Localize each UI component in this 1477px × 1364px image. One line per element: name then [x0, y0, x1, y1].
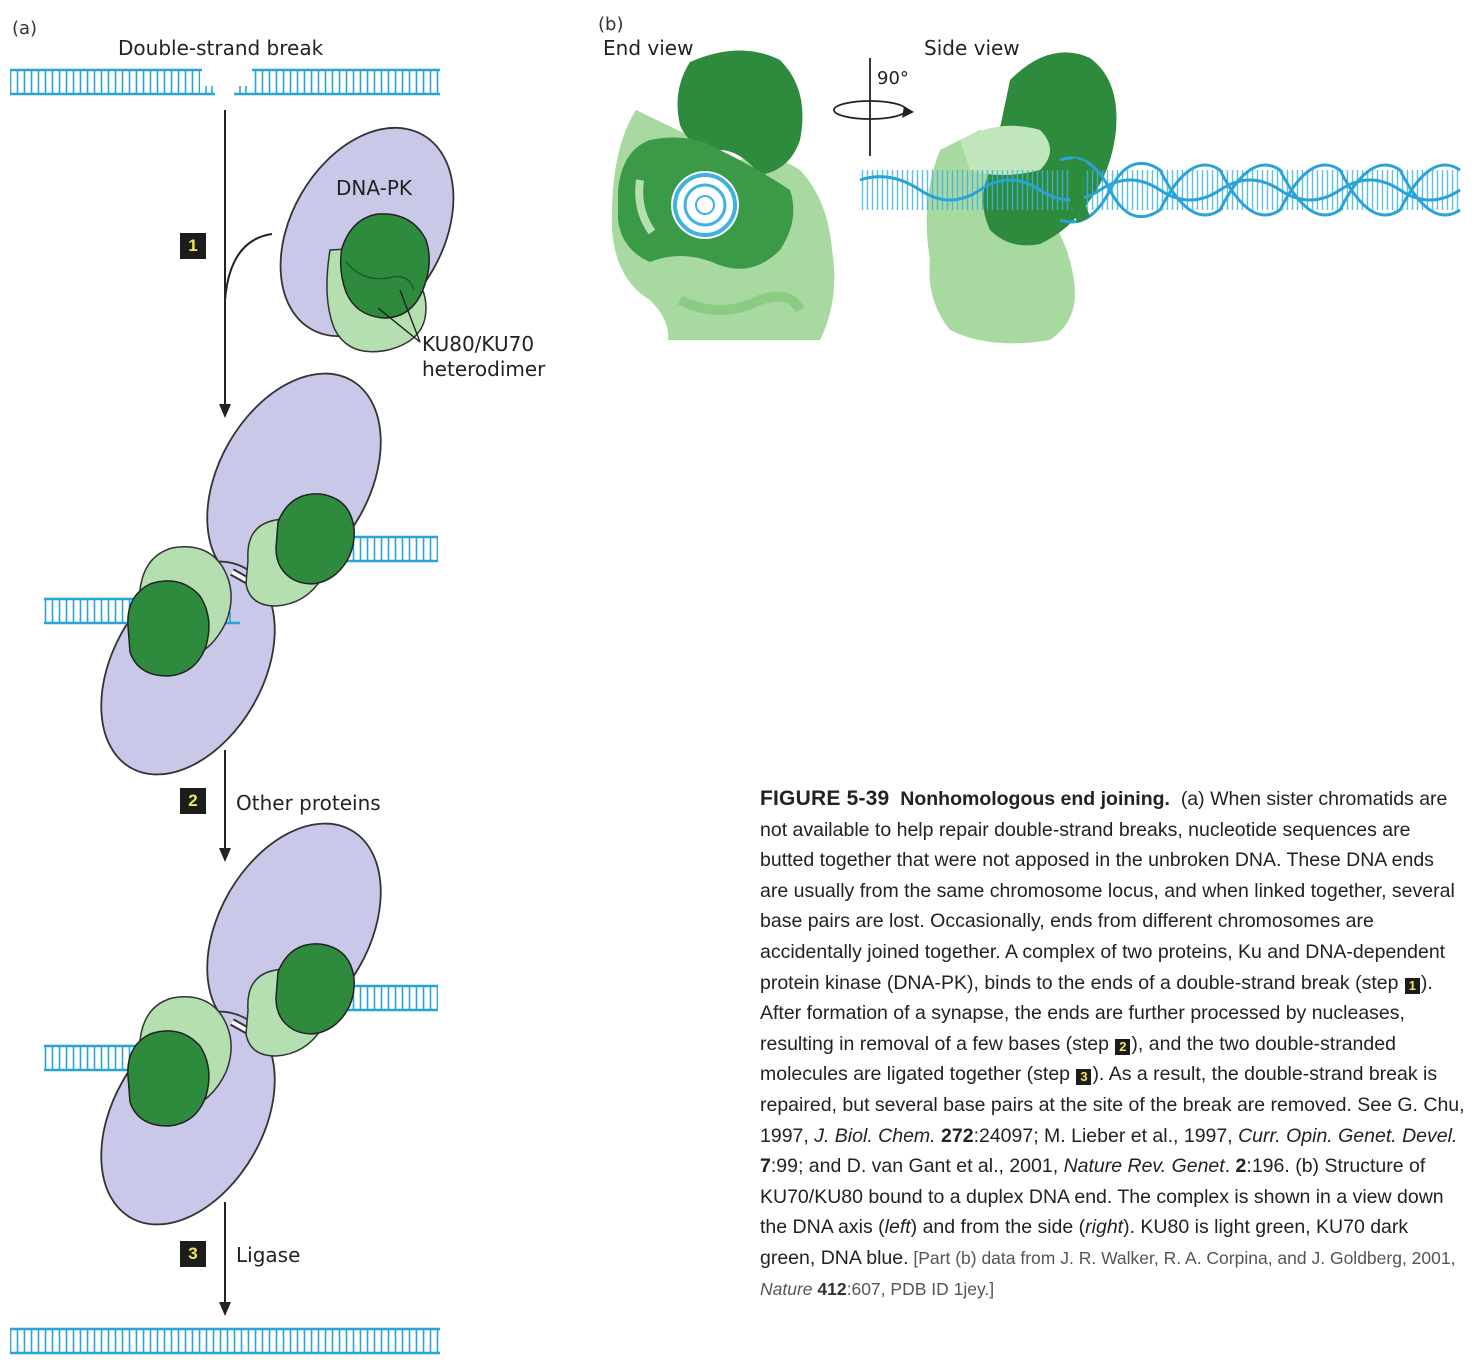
ku-label-leader-1: [377, 307, 421, 343]
dna-pk-label: DNA-PK: [336, 176, 412, 200]
step3-label: Ligase: [236, 1243, 301, 1267]
step2-marker: 2: [180, 788, 206, 814]
caption-body-3: ), and the two double-stranded molecules…: [760, 1032, 1396, 1086]
end-view-label: End view: [603, 36, 694, 60]
end-view-structure: [611, 50, 835, 340]
caption-step2-marker: 2: [1115, 1038, 1131, 1055]
dna-segment-left: [10, 68, 215, 96]
caption-title: Nonhomologous end joining.: [900, 788, 1170, 810]
step3-arrow: [219, 1202, 231, 1316]
rotation-label: 90°: [877, 68, 909, 89]
caption-pages-1: :24097; M. Lieber et al., 1997,: [973, 1124, 1239, 1147]
panel-b-letter: (b): [598, 14, 624, 35]
step1-marker: 1: [180, 233, 206, 259]
caption-volume-3: 2: [1235, 1155, 1247, 1178]
caption-left-word: left: [884, 1216, 911, 1239]
broken-dna-top: [10, 68, 440, 96]
caption-volume-2: 7: [760, 1155, 771, 1178]
caption-pages-2: :99; and D. van Gant et al., 2001,: [770, 1155, 1064, 1178]
double-strand-break-label: Double-strand break: [118, 36, 324, 60]
caption-journal-3: Nature Rev. Genet: [1063, 1155, 1225, 1178]
caption-mid-text: ) and from the side (: [910, 1216, 1086, 1239]
step2-label: Other proteins: [236, 791, 381, 815]
caption-journal-2: Curr. Opin. Genet. Devel.: [1238, 1124, 1458, 1147]
dna-end-circle: [673, 173, 737, 237]
ku-label-leader-2: [399, 289, 421, 343]
synapse-complex-1: [44, 372, 438, 776]
synapse-complex-2: [44, 822, 438, 1226]
free-dna-pk-complex: [279, 126, 455, 353]
side-view-label: Side view: [924, 36, 1020, 60]
caption-source-journal: Nature: [760, 1278, 813, 1299]
caption-body-1: (a) When sister chromatids are not avail…: [760, 788, 1455, 994]
dna-helix-strand-3: [1059, 161, 1461, 224]
caption-step1-marker: 1: [1404, 977, 1420, 994]
caption-journal-1: J. Biol. Chem.: [814, 1124, 936, 1147]
caption-source-2: :607, PDB ID 1jey.]: [846, 1278, 995, 1299]
side-view-structure: [859, 52, 1461, 344]
caption-source-1: [Part (b) data from J. R. Walker, R. A. …: [908, 1247, 1456, 1268]
ku70-shape: [339, 213, 430, 319]
caption-body-2: ). After formation of a synapse, the end…: [760, 971, 1433, 1055]
caption-source-volume: 412: [817, 1278, 847, 1299]
step1-arrow: [219, 110, 273, 418]
ku-heterodimer-label-line1: KU80/KU70: [422, 332, 535, 356]
caption-body-5: ). KU80 is light green, KU70 dark green,…: [760, 1216, 1409, 1269]
caption-body-4: ). As a result, the double-strand break …: [760, 1063, 1465, 1147]
panel-a-letter: (a): [12, 18, 38, 39]
step3-marker: 3: [180, 1241, 206, 1267]
caption-step3-marker: 3: [1076, 1069, 1092, 1086]
rotation-symbol: [833, 58, 914, 156]
step2-arrow: [219, 750, 231, 862]
caption-figure-number: FIGURE 5-39: [760, 787, 890, 810]
caption-volume-1: 272: [941, 1124, 974, 1147]
figure-caption: FIGURE 5-39 Nonhomologous end joining. (…: [760, 784, 1465, 1304]
caption-dot-3: .: [1224, 1155, 1236, 1178]
dna-segment-right: [234, 68, 440, 96]
caption-pages-3: :196. (b) Structure of KU70/KU80 bound t…: [760, 1155, 1444, 1239]
caption-right-word: right: [1085, 1216, 1124, 1239]
ku-heterodimer-label-line2: heterodimer: [422, 357, 546, 381]
dna-end-hole: [671, 171, 739, 239]
repaired-dna: [10, 1327, 440, 1355]
dna-helix-strand-2: [1059, 156, 1461, 219]
